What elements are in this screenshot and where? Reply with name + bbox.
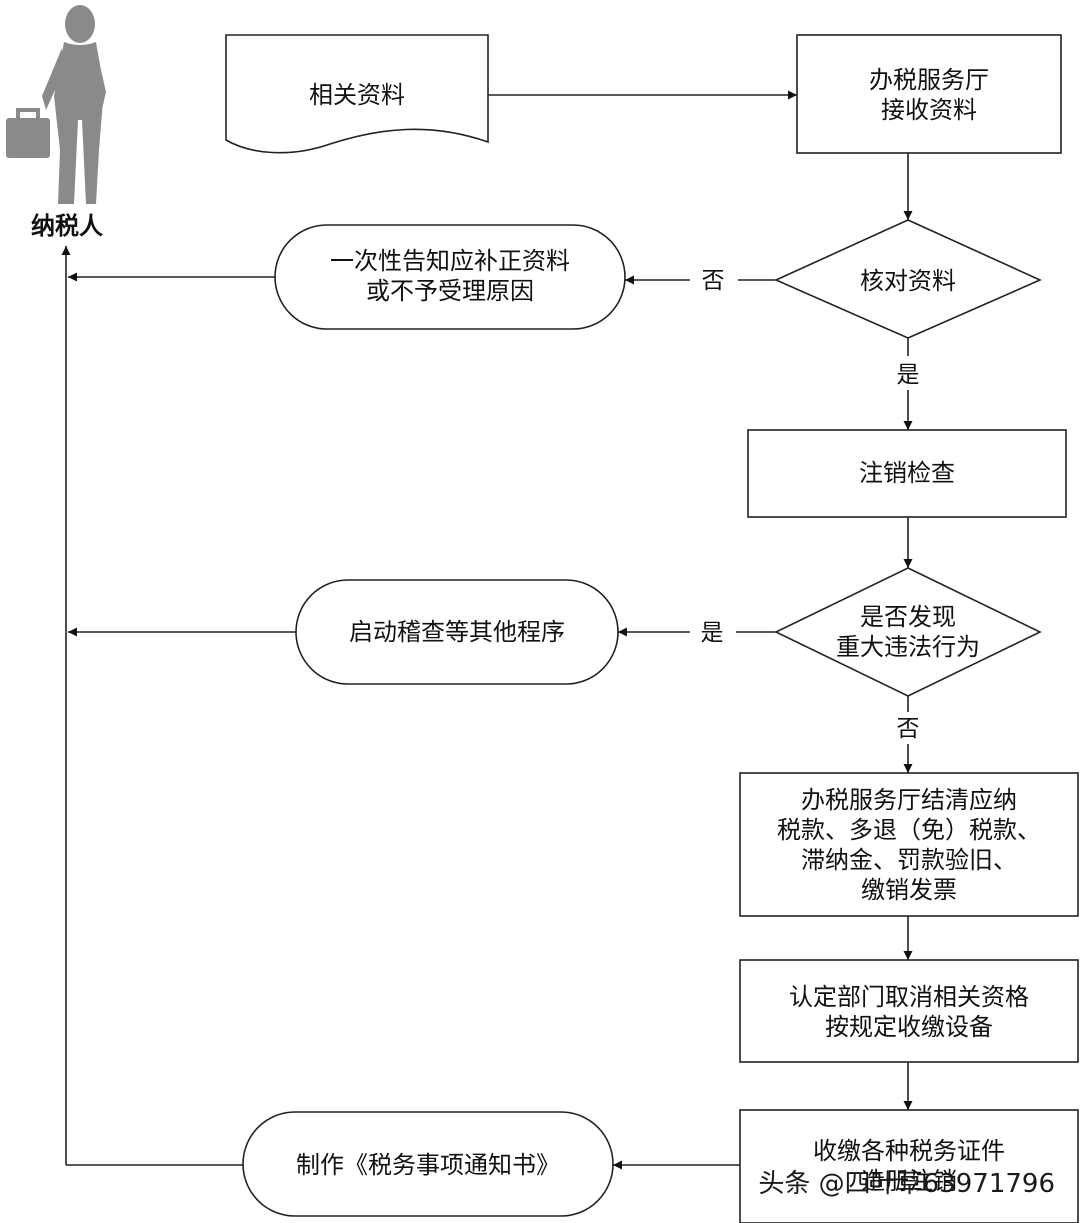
materials-text: 相关资料 xyxy=(309,81,405,109)
settle-line: 缴销发票 xyxy=(861,876,957,904)
collect-certs-line: 收缴各种税务证件 xyxy=(813,1137,1005,1165)
watermark-text: 头条 @四叶草63971796 xyxy=(758,1169,1055,1199)
cancel-qualification-line: 按规定收缴设备 xyxy=(825,1013,993,1041)
taxpayer-label: 纳税人 xyxy=(31,212,103,240)
violation-decision xyxy=(774,567,1042,697)
materials-document xyxy=(225,34,489,154)
receive-line: 办税服务厅 xyxy=(869,66,989,94)
collect-certs-text: 收缴各种税务证件造册注销 xyxy=(813,1137,1005,1195)
cancel-check-box xyxy=(747,429,1067,518)
materials-line: 相关资料 xyxy=(309,81,405,109)
verify-yes-label: 是 xyxy=(897,362,920,388)
notify-supplement-text: 一次性告知应补正资料或不予受理原因 xyxy=(330,247,570,305)
violation-line: 是否发现 xyxy=(860,603,956,631)
settle-line: 办税服务厅结清应纳 xyxy=(801,786,1017,814)
violation-text: 是否发现重大违法行为 xyxy=(836,603,980,661)
cancel-qualification-text: 认定部门取消相关资格按规定收缴设备 xyxy=(789,983,1029,1041)
verify-text: 核对资料 xyxy=(860,267,956,295)
verify-line: 核对资料 xyxy=(860,267,956,295)
make-notice-line: 制作《税务事项通知书》 xyxy=(296,1151,560,1179)
make-notice-text: 制作《税务事项通知书》 xyxy=(296,1151,560,1179)
receive-text: 办税服务厅接收资料 xyxy=(869,66,989,124)
violation-line: 重大违法行为 xyxy=(836,633,980,661)
cancel-check-text: 注销检查 xyxy=(859,459,955,487)
cancel-check-line: 注销检查 xyxy=(859,459,955,487)
collect-certs-line: 造册注销 xyxy=(861,1167,957,1195)
audit-text: 启动稽查等其他程序 xyxy=(349,618,565,646)
notify-supplement-line: 或不予受理原因 xyxy=(366,277,534,305)
receive-line: 接收资料 xyxy=(881,96,977,124)
settle-line: 税款、多退（免）税款、 xyxy=(777,816,1041,844)
taxpayer-person-icon xyxy=(6,5,106,204)
cancel-qualification-line: 认定部门取消相关资格 xyxy=(789,983,1029,1011)
audit-line: 启动稽查等其他程序 xyxy=(349,618,565,646)
receive-box xyxy=(796,34,1062,154)
settle-text: 办税服务厅结清应纳税款、多退（免）税款、滞纳金、罚款验旧、缴销发票 xyxy=(777,786,1041,904)
notify-supplement-line: 一次性告知应补正资料 xyxy=(330,247,570,275)
violation-yes-label: 是 xyxy=(701,620,724,646)
settle-box xyxy=(739,772,1079,917)
cancel-qualification-box xyxy=(739,959,1079,1063)
collect-certs-box xyxy=(739,1109,1079,1223)
violation-no-label: 否 xyxy=(897,716,920,742)
settle-line: 滞纳金、罚款验旧、 xyxy=(801,846,1017,874)
verify-no-label: 否 xyxy=(702,268,725,294)
